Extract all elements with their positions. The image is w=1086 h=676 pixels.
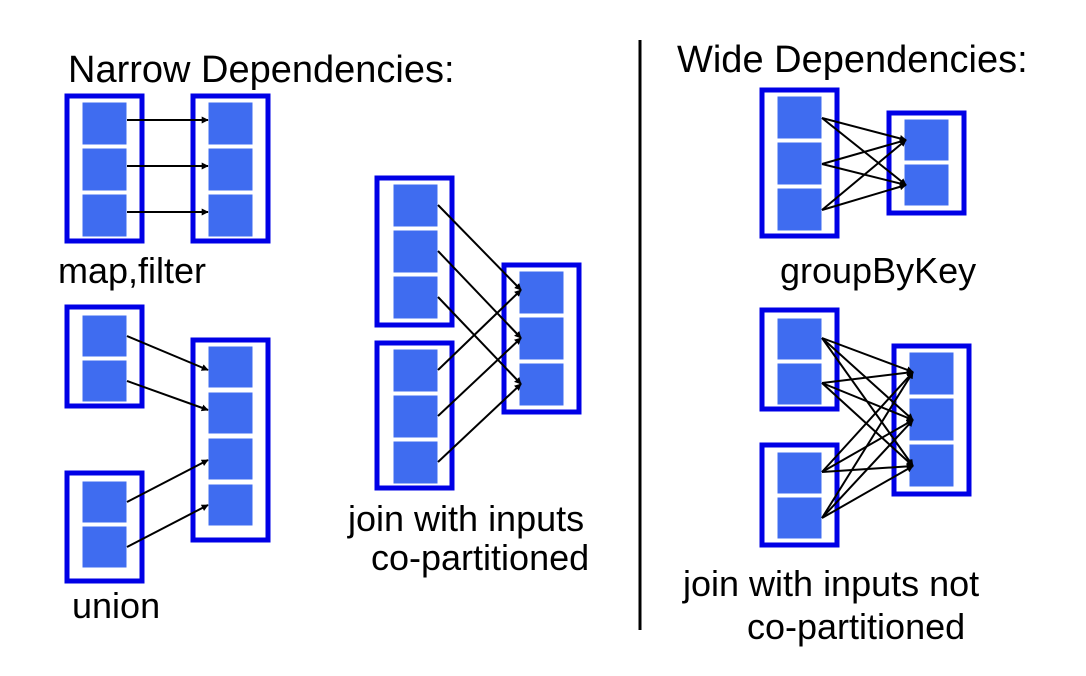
dependency-arrow xyxy=(821,465,914,519)
map-filter-example: map,filter xyxy=(58,93,271,291)
dependency-arrow xyxy=(437,289,522,371)
parent-rdd xyxy=(64,470,145,584)
union-caption: union xyxy=(72,585,160,626)
partition xyxy=(81,525,128,569)
dependency-arrow xyxy=(821,117,907,142)
parent-rdd xyxy=(759,442,840,548)
partition xyxy=(207,345,254,389)
parent-rdd xyxy=(374,175,455,328)
groupbykey-example: groupByKey xyxy=(759,87,976,291)
parent-rdd xyxy=(759,307,840,412)
copartitioned-join-caption-line1: join with inputs xyxy=(347,498,584,539)
partition xyxy=(207,101,254,146)
partition xyxy=(392,183,439,228)
partition xyxy=(207,193,254,238)
dependency-arrow xyxy=(821,139,907,211)
dependency-arrow xyxy=(821,337,914,374)
dependency-arrow xyxy=(821,138,907,165)
dependency-arrow xyxy=(821,337,914,421)
dependency-arrow xyxy=(821,382,914,421)
partition xyxy=(207,391,254,435)
child-rdd xyxy=(190,337,271,543)
copartitioned-join-example: join with inputs co-partitioned xyxy=(347,175,589,578)
partition xyxy=(81,101,128,146)
partition xyxy=(392,275,439,320)
partition xyxy=(776,141,823,186)
map-filter-caption: map,filter xyxy=(58,250,206,291)
non-copartitioned-join-caption-line2: co-partitioned xyxy=(747,606,965,647)
dependency-arrow xyxy=(126,335,209,371)
dependency-arrow xyxy=(126,504,209,548)
partition xyxy=(518,270,565,315)
child-rdd xyxy=(886,110,967,216)
groupbykey-caption: groupByKey xyxy=(780,250,976,291)
wide-dependencies-heading: Wide Dependencies: xyxy=(677,39,1028,81)
partition xyxy=(908,351,955,396)
partition xyxy=(81,193,128,238)
dependency-arrow xyxy=(437,337,522,417)
narrow-dependencies-heading: Narrow Dependencies: xyxy=(68,49,455,91)
dependency-arrow xyxy=(821,382,914,467)
partition xyxy=(207,437,254,481)
dependency-arrow xyxy=(821,419,914,519)
partition xyxy=(81,359,128,403)
partition xyxy=(392,394,439,439)
parent-rdd xyxy=(374,340,455,491)
dependency-arrow xyxy=(437,383,522,463)
dependency-arrow xyxy=(437,250,522,339)
non-copartitioned-join-example: join with inputs not co-partitioned xyxy=(682,307,979,647)
child-rdd xyxy=(190,93,271,244)
partition xyxy=(392,348,439,393)
copartitioned-join-caption-line2: co-partitioned xyxy=(371,537,589,578)
dependency-arrow xyxy=(821,371,914,519)
partition xyxy=(908,397,955,442)
partition xyxy=(776,187,823,232)
partition xyxy=(776,496,823,540)
partition xyxy=(392,440,439,485)
non-copartitioned-join-caption-line1: join with inputs not xyxy=(682,563,979,604)
partition xyxy=(903,118,950,162)
dependency-arrow xyxy=(437,296,522,385)
dependency-arrow xyxy=(821,371,914,473)
partition xyxy=(776,362,823,406)
dependency-arrow xyxy=(126,380,209,412)
dependency-arrow xyxy=(821,183,907,211)
partition xyxy=(903,163,950,207)
partition xyxy=(518,316,565,361)
union-example: union xyxy=(64,304,271,626)
partition xyxy=(207,147,254,192)
partition xyxy=(776,451,823,495)
dependency-arrow xyxy=(126,459,209,503)
partition xyxy=(776,95,823,140)
partition xyxy=(81,314,128,358)
partition xyxy=(207,483,254,527)
dependency-arrow xyxy=(821,369,914,384)
partition xyxy=(81,147,128,192)
partition xyxy=(81,480,128,524)
partition xyxy=(392,229,439,274)
parent-rdd xyxy=(64,93,145,244)
partition xyxy=(518,362,565,407)
parent-rdd xyxy=(64,304,145,409)
partition xyxy=(908,443,955,488)
partition xyxy=(776,317,823,361)
dependency-arrow xyxy=(437,204,522,291)
